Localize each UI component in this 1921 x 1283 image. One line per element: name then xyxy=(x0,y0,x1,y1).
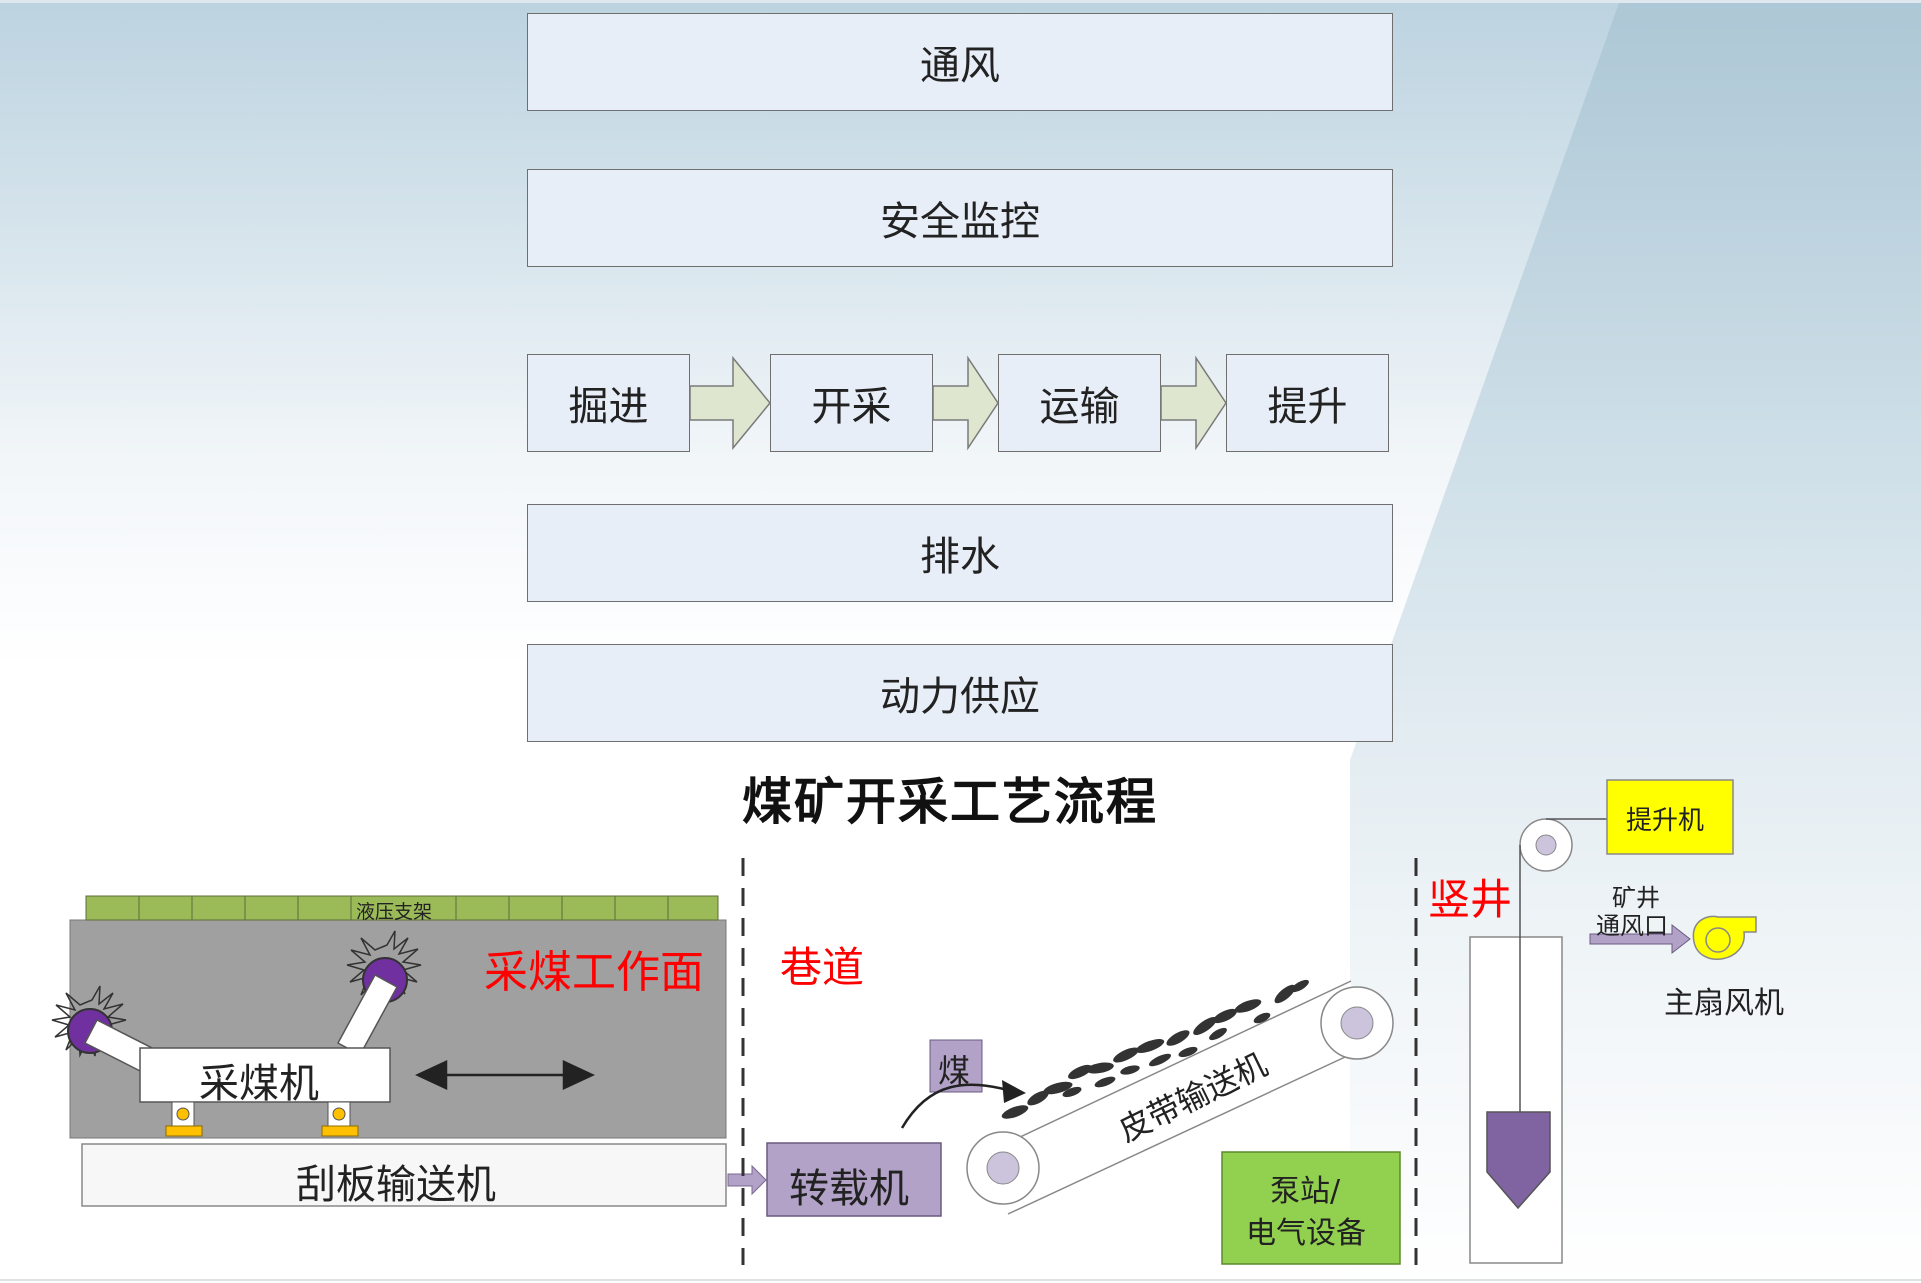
shearer-label: 采煤机 xyxy=(199,1061,319,1107)
coal-face-label: 采煤工作面 xyxy=(484,947,704,998)
hydraulic-support xyxy=(85,895,719,921)
roadway-label: 巷道 xyxy=(780,943,865,992)
hoist-label: 提升机 xyxy=(1626,806,1705,836)
coal-tag xyxy=(929,1039,983,1093)
mine-vent-label-1: 矿井 xyxy=(1612,884,1660,912)
coal-flow-arrow xyxy=(900,1083,1009,1129)
scraper-conveyor-label: 刮板输送机 xyxy=(296,1162,496,1208)
hoist-box xyxy=(1606,779,1734,855)
section-dividers xyxy=(741,858,1418,1265)
top-border xyxy=(0,0,1921,3)
coal-tag-label: 煤 xyxy=(938,1052,971,1090)
box-mining: 开采 xyxy=(770,354,933,452)
shearer-travel-arrow xyxy=(415,1060,595,1090)
box-drainage: 排水 xyxy=(527,504,1393,602)
vent-arrow xyxy=(1589,923,1691,955)
belt-conveyor xyxy=(966,980,1394,1215)
box-hoisting: 提升 xyxy=(1226,354,1389,452)
pump-station-label-1: 泵站/ xyxy=(1270,1174,1341,1209)
diagram-title: 煤矿开采工艺流程 xyxy=(742,773,1158,831)
shaft-label: 竖井 xyxy=(1428,875,1513,924)
flow-arrows xyxy=(689,355,1227,451)
hoist-skip xyxy=(1486,1111,1551,1210)
coal-lumps xyxy=(1001,979,1309,1119)
pump-station-label-2: 电气设备 xyxy=(1246,1216,1366,1251)
main-fan-label: 主扇风机 xyxy=(1664,986,1784,1021)
pump-station-box xyxy=(1221,1151,1401,1265)
hoist-pulley xyxy=(1519,818,1607,1112)
mine-vent-label-2: 通风口 xyxy=(1596,912,1668,940)
bottom-border xyxy=(0,1279,1921,1281)
hydraulic-support-label: 液压支架 xyxy=(356,901,433,923)
box-safety-monitoring: 安全监控 xyxy=(527,169,1393,267)
reloader-box xyxy=(766,1142,942,1217)
box-power-supply: 动力供应 xyxy=(527,644,1393,742)
arrow-tunneling-to-mining xyxy=(689,355,771,451)
reloader-label: 转载机 xyxy=(789,1166,909,1212)
box-ventilation: 通风 xyxy=(527,13,1393,111)
box-transport: 运输 xyxy=(998,354,1161,452)
shearer-feet xyxy=(165,1101,359,1137)
vertical-shaft xyxy=(1469,936,1563,1264)
arrow-scraper-to-reloader xyxy=(727,1164,767,1196)
scraper-conveyor xyxy=(81,1143,727,1207)
main-fan xyxy=(1692,915,1757,960)
shearer-body xyxy=(139,1047,391,1103)
arrow-mining-to-transport xyxy=(932,355,999,451)
arrow-transport-to-hoisting xyxy=(1160,355,1227,451)
